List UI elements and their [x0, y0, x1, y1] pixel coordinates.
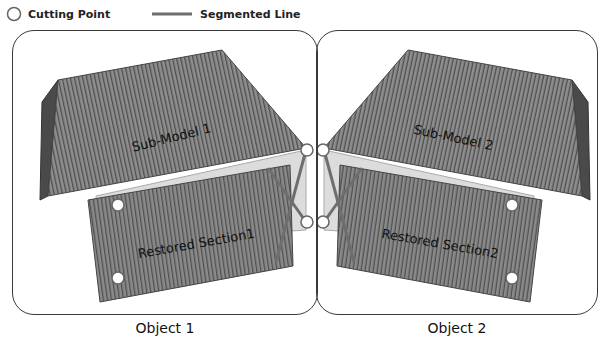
object-label: Object 1: [13, 320, 317, 336]
object-panel: Object 2Sub-Model 2Restored Section2: [316, 30, 598, 315]
model-part: Sub-Model 1: [91, 119, 251, 155]
model-part: Restored Section1: [106, 221, 286, 265]
part-label: Sub-Model 1: [130, 120, 212, 154]
object-panel: Object 1Sub-Model 1Restored Section1: [12, 30, 318, 315]
model-part: Restored Section2: [350, 221, 530, 265]
object-illustration: [317, 50, 590, 302]
legend-text: Cutting Point: [28, 8, 110, 21]
legend-text: Segmented Line: [200, 8, 301, 21]
legend-item: Segmented Line: [150, 5, 301, 23]
cutting-point-symbol: [6, 6, 22, 22]
object-label: Object 2: [317, 320, 597, 336]
part-label: Restored Section1: [136, 225, 255, 260]
object-illustration: [40, 50, 313, 302]
model-part: Sub-Model 2: [373, 119, 533, 155]
part-label: Restored Section2: [380, 225, 499, 260]
legend-item: Cutting Point: [6, 5, 110, 23]
part-label: Sub-Model 2: [412, 121, 494, 152]
segmented-line-symbol: [150, 6, 194, 22]
